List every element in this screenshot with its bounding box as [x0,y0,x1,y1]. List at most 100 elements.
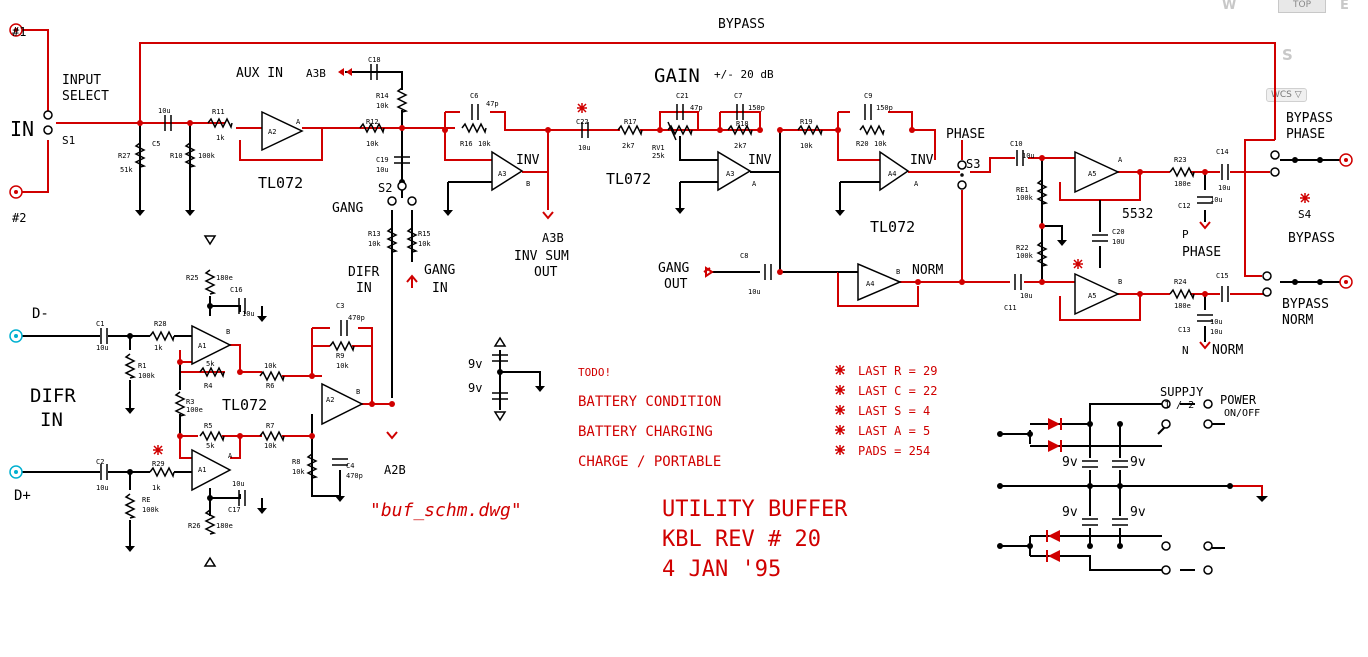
part-label: R11 [212,108,225,116]
junctions [127,120,1323,549]
part-label: C9 [864,92,872,100]
part-label: C18 [368,56,381,64]
s1-label: S1 [62,134,75,147]
inv-sum-label: INV SUM [514,249,569,264]
part-label: R3 [186,398,194,406]
part-label: 150p [876,104,893,112]
part-label: R16 [460,140,473,148]
viewcube-east[interactable]: E [1340,0,1349,13]
title-line-2: KBL REV # 20 [662,527,821,552]
s4-label: S4 [1298,208,1312,221]
todo-list: TODO! BATTERY CONDITION BATTERY CHARGING… [578,366,721,470]
gang-in-label-2: IN [432,281,448,296]
part-label: R25 [186,274,199,282]
part-label: 470p [346,472,363,480]
part-label: R5 [204,422,212,430]
part-label: 100k [142,506,160,514]
part-label: 1k [152,484,161,492]
part-label: A4 [866,280,874,288]
part-label: 10k [800,142,813,150]
todo-item: CHARGE / PORTABLE [578,454,721,470]
part-label: 10u [748,288,761,296]
phase-out-label: PHASE [1182,245,1221,260]
part-label: RV1 [652,144,665,152]
difr-in-big-label-2: IN [40,409,63,431]
part-label: R8 [292,458,300,466]
viewcube-south[interactable]: S [1282,46,1293,64]
wires [20,29,1345,571]
battery-label-2: 9v [1130,455,1146,470]
viewcube-top-face[interactable]: TOP [1278,0,1326,13]
last-item: LAST A = 5 [858,424,930,438]
part-label: 10k [368,240,381,248]
part-label: A1 [198,342,206,350]
part-label: 180e [216,274,233,282]
last-item: LAST C = 22 [858,384,937,398]
d-minus-label: D- [32,306,49,322]
p-label: P [1182,228,1189,241]
part-label: 100k [1016,194,1034,202]
part-label: 2k7 [734,142,747,150]
title-line-3: 4 JAN '95 [662,557,781,582]
difr-in-small-label-2: IN [356,281,372,296]
last-item: PADS = 254 [858,444,930,458]
input2-label: #2 [12,211,26,225]
part-label: 10U [1112,238,1125,246]
viewcube-west[interactable]: W [1222,0,1237,13]
input-select-label: INPUT [62,73,101,88]
part-label: R27 [118,152,131,160]
aux-in-label: AUX IN [236,66,283,81]
wcs-menu[interactable]: WCS ▽ [1266,88,1307,102]
part-label: B [526,180,530,188]
part-label: C17 [228,506,241,514]
part-label: C14 [1216,148,1229,156]
a2b-label: A2B [384,463,406,477]
part-label: 180e [1174,180,1191,188]
part-label: C2 [96,458,104,466]
a3b-in-label: A3B [306,67,326,80]
viewcube[interactable]: W TOP E S [1222,0,1368,64]
bypass-phase-label-2: PHASE [1286,127,1325,142]
part-label: R7 [266,422,274,430]
tl072-label-3: TL072 [870,218,915,236]
part-label: R29 [152,460,165,468]
part-label: 2k7 [622,142,635,150]
part-label: 10k [292,468,305,476]
part-label: A [752,180,757,188]
part-label: 100k [138,372,156,380]
s2-label: S2 [378,181,392,195]
part-label: A [914,180,919,188]
part-label: A [296,118,301,126]
part-label: B [1118,278,1122,286]
part-label: 1k [154,344,163,352]
part-label: A5 [1088,170,1096,178]
inv-label-3: INV [910,153,934,168]
part-label: 150p [748,104,765,112]
n-label: N [1182,344,1189,357]
nine-v-label-a: 9v [468,357,482,371]
part-label: R18 [736,120,749,128]
part-label: 10k [418,240,431,248]
title-block: UTILITY BUFFER KBL REV # 20 4 JAN '95 [662,497,848,582]
input1-label: #1 [12,25,26,39]
part-label: R20 [856,140,869,148]
difr-in-small-label: DIFR [348,265,379,280]
part-label: 10k [366,140,379,148]
part-label: A [228,452,233,460]
part-label: 10u [578,144,591,152]
part-label: R26 [188,522,201,530]
main-labels: BYPASS #1 #2 IN INPUT SELECT S1 AUX IN A… [10,17,1335,521]
part-label: 470p [348,314,365,322]
part-label: A1 [198,466,206,474]
battery-label-4: 9v [1130,505,1146,520]
part-label: 5k [206,360,215,368]
part-label: A4 [888,170,896,178]
part-label: 100k [198,152,216,160]
part-label: C19 [376,156,389,164]
part-label: 10u [232,480,245,488]
a3b-out-label: A3B [542,231,564,245]
todo-title: TODO! [578,366,611,379]
part-label: 10u [376,166,389,174]
